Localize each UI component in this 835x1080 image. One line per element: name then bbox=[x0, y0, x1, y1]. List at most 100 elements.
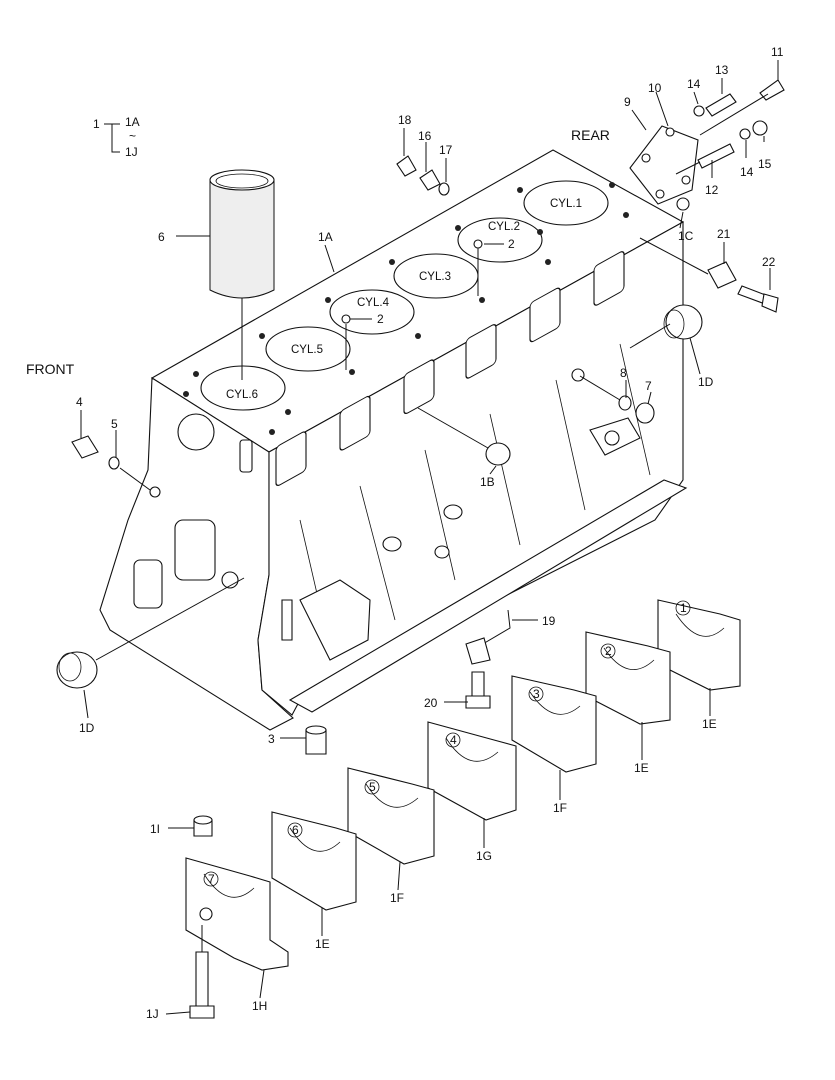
cap-5-number: 5 bbox=[369, 780, 376, 794]
callout-1a: 1A bbox=[318, 230, 333, 244]
callout-2-upper: 2 bbox=[508, 237, 515, 251]
cap-4-number: 4 bbox=[450, 733, 457, 747]
callout-8: 8 bbox=[620, 366, 627, 380]
part-2-plug-b bbox=[341, 314, 351, 324]
callout-21: 21 bbox=[717, 227, 731, 241]
cap-2-number: 2 bbox=[605, 644, 612, 658]
callout-14-lower: 14 bbox=[740, 165, 754, 179]
cyl-6-label: CYL.6 bbox=[226, 389, 258, 401]
rear-cover-plate bbox=[629, 125, 699, 205]
index-item: 1 bbox=[93, 117, 100, 131]
callout-3: 3 bbox=[268, 732, 275, 746]
index-to: 1J bbox=[125, 145, 138, 159]
cap-6-number: 6 bbox=[292, 823, 299, 837]
cap-7-number: 7 bbox=[208, 872, 215, 886]
callout-22: 22 bbox=[762, 255, 776, 269]
callout-14-upper: 14 bbox=[687, 77, 701, 91]
leader-5 bbox=[119, 467, 151, 491]
callout-6: 6 bbox=[158, 230, 165, 244]
part-1d-bushing-top bbox=[663, 304, 703, 340]
part-17-oring bbox=[438, 182, 450, 196]
part-1i-dowel bbox=[193, 815, 213, 837]
part-6-cylinder-liner bbox=[209, 169, 275, 380]
index-tilde: ~ bbox=[129, 129, 136, 143]
part-1c-bush bbox=[676, 197, 690, 211]
callout-1b: 1B bbox=[480, 475, 495, 489]
callout-11: 11 bbox=[771, 45, 784, 59]
callout-10: 10 bbox=[648, 81, 662, 95]
callout-1d-bottom: 1D bbox=[79, 721, 95, 735]
main-bearing-caps: 1 2 3 4 5 6 7 bbox=[185, 599, 741, 971]
callout-20: 20 bbox=[424, 696, 438, 710]
leader-1c-21 bbox=[639, 237, 709, 275]
side-pockets bbox=[275, 251, 625, 486]
cap-2 bbox=[585, 631, 671, 725]
part-4-plug bbox=[71, 435, 99, 459]
part-12-stud bbox=[675, 143, 735, 175]
part-16-plug bbox=[419, 169, 441, 191]
callout-1e-cap1: 1E bbox=[702, 717, 717, 731]
callout-1c: 1C bbox=[678, 229, 694, 243]
cap-3-number: 3 bbox=[533, 687, 540, 701]
cylinder-bores bbox=[200, 180, 609, 411]
cyl-5-label: CYL.5 bbox=[291, 344, 323, 356]
skirt-ribs bbox=[299, 343, 651, 651]
part-1j-bolt bbox=[189, 925, 215, 1019]
cyl-4-label: CYL.4 bbox=[357, 297, 390, 309]
cap-4 bbox=[427, 721, 517, 821]
front-label: FRONT bbox=[26, 361, 75, 377]
callout-4: 4 bbox=[76, 395, 83, 409]
callout-1f-cap3: 1F bbox=[553, 801, 567, 815]
part-18-plug bbox=[396, 155, 417, 177]
part-3-plug bbox=[305, 725, 327, 755]
part-15-nut bbox=[752, 120, 768, 136]
callout-numbers: 11 13 14 10 9 18 16 17 15 14 12 1C 6 1A … bbox=[76, 45, 784, 1021]
part-2-plug-a bbox=[473, 239, 483, 249]
cap-1-number: 1 bbox=[680, 601, 687, 615]
callout-18: 18 bbox=[398, 113, 412, 127]
callout-7: 7 bbox=[645, 379, 652, 393]
callout-13: 13 bbox=[715, 63, 729, 77]
callout-19: 19 bbox=[542, 614, 556, 628]
callout-1j: 1J bbox=[146, 1007, 159, 1021]
part-19-oil-jet bbox=[465, 609, 511, 665]
cap-5 bbox=[347, 767, 435, 865]
callout-16: 16 bbox=[418, 129, 432, 143]
callout-5: 5 bbox=[111, 417, 118, 431]
rear-label: REAR bbox=[571, 127, 610, 143]
index-from: 1A bbox=[125, 115, 140, 129]
leader-8 bbox=[579, 375, 621, 401]
callout-2-lower: 2 bbox=[377, 312, 384, 326]
part-20-bolt bbox=[465, 671, 491, 709]
callout-1e-cap2: 1E bbox=[634, 761, 649, 775]
callout-1g: 1G bbox=[476, 849, 492, 863]
part-13-stud bbox=[705, 93, 737, 117]
part-14-washer-lower bbox=[739, 128, 751, 140]
callout-1i: 1I bbox=[150, 822, 160, 836]
callout-leaders bbox=[80, 60, 779, 1015]
cylinder-block: CYL.1 CYL.2 CYL.3 CYL.4 CYL.5 CYL.6 bbox=[99, 149, 688, 731]
cyl-3-label: CYL.3 bbox=[419, 271, 451, 283]
part-14-washer bbox=[693, 105, 705, 117]
part-11-bolt bbox=[699, 79, 785, 136]
part-1b-bushing bbox=[417, 407, 511, 466]
callout-17: 17 bbox=[439, 143, 453, 157]
cyl-1-label: CYL.1 bbox=[550, 198, 582, 210]
callout-9: 9 bbox=[624, 95, 631, 109]
part-1d-bushing-bottom bbox=[56, 577, 245, 689]
index-note: 1 1A ~ 1J bbox=[93, 115, 140, 159]
callout-1f-cap5: 1F bbox=[390, 891, 404, 905]
part-21-sleeve bbox=[707, 261, 737, 289]
callout-1h: 1H bbox=[252, 999, 267, 1013]
deck-bolt-holes bbox=[183, 182, 629, 435]
cyl-2-label: CYL.2 bbox=[488, 221, 520, 233]
part-7-plug bbox=[635, 402, 655, 424]
cap-3 bbox=[511, 675, 597, 773]
callout-15: 15 bbox=[758, 157, 772, 171]
part-5-oring bbox=[108, 456, 120, 470]
callout-12: 12 bbox=[705, 183, 719, 197]
part-22-bolt bbox=[737, 285, 779, 313]
cap-6 bbox=[271, 811, 357, 911]
part-8-washer bbox=[618, 395, 632, 411]
callout-1e-cap6: 1E bbox=[315, 937, 330, 951]
